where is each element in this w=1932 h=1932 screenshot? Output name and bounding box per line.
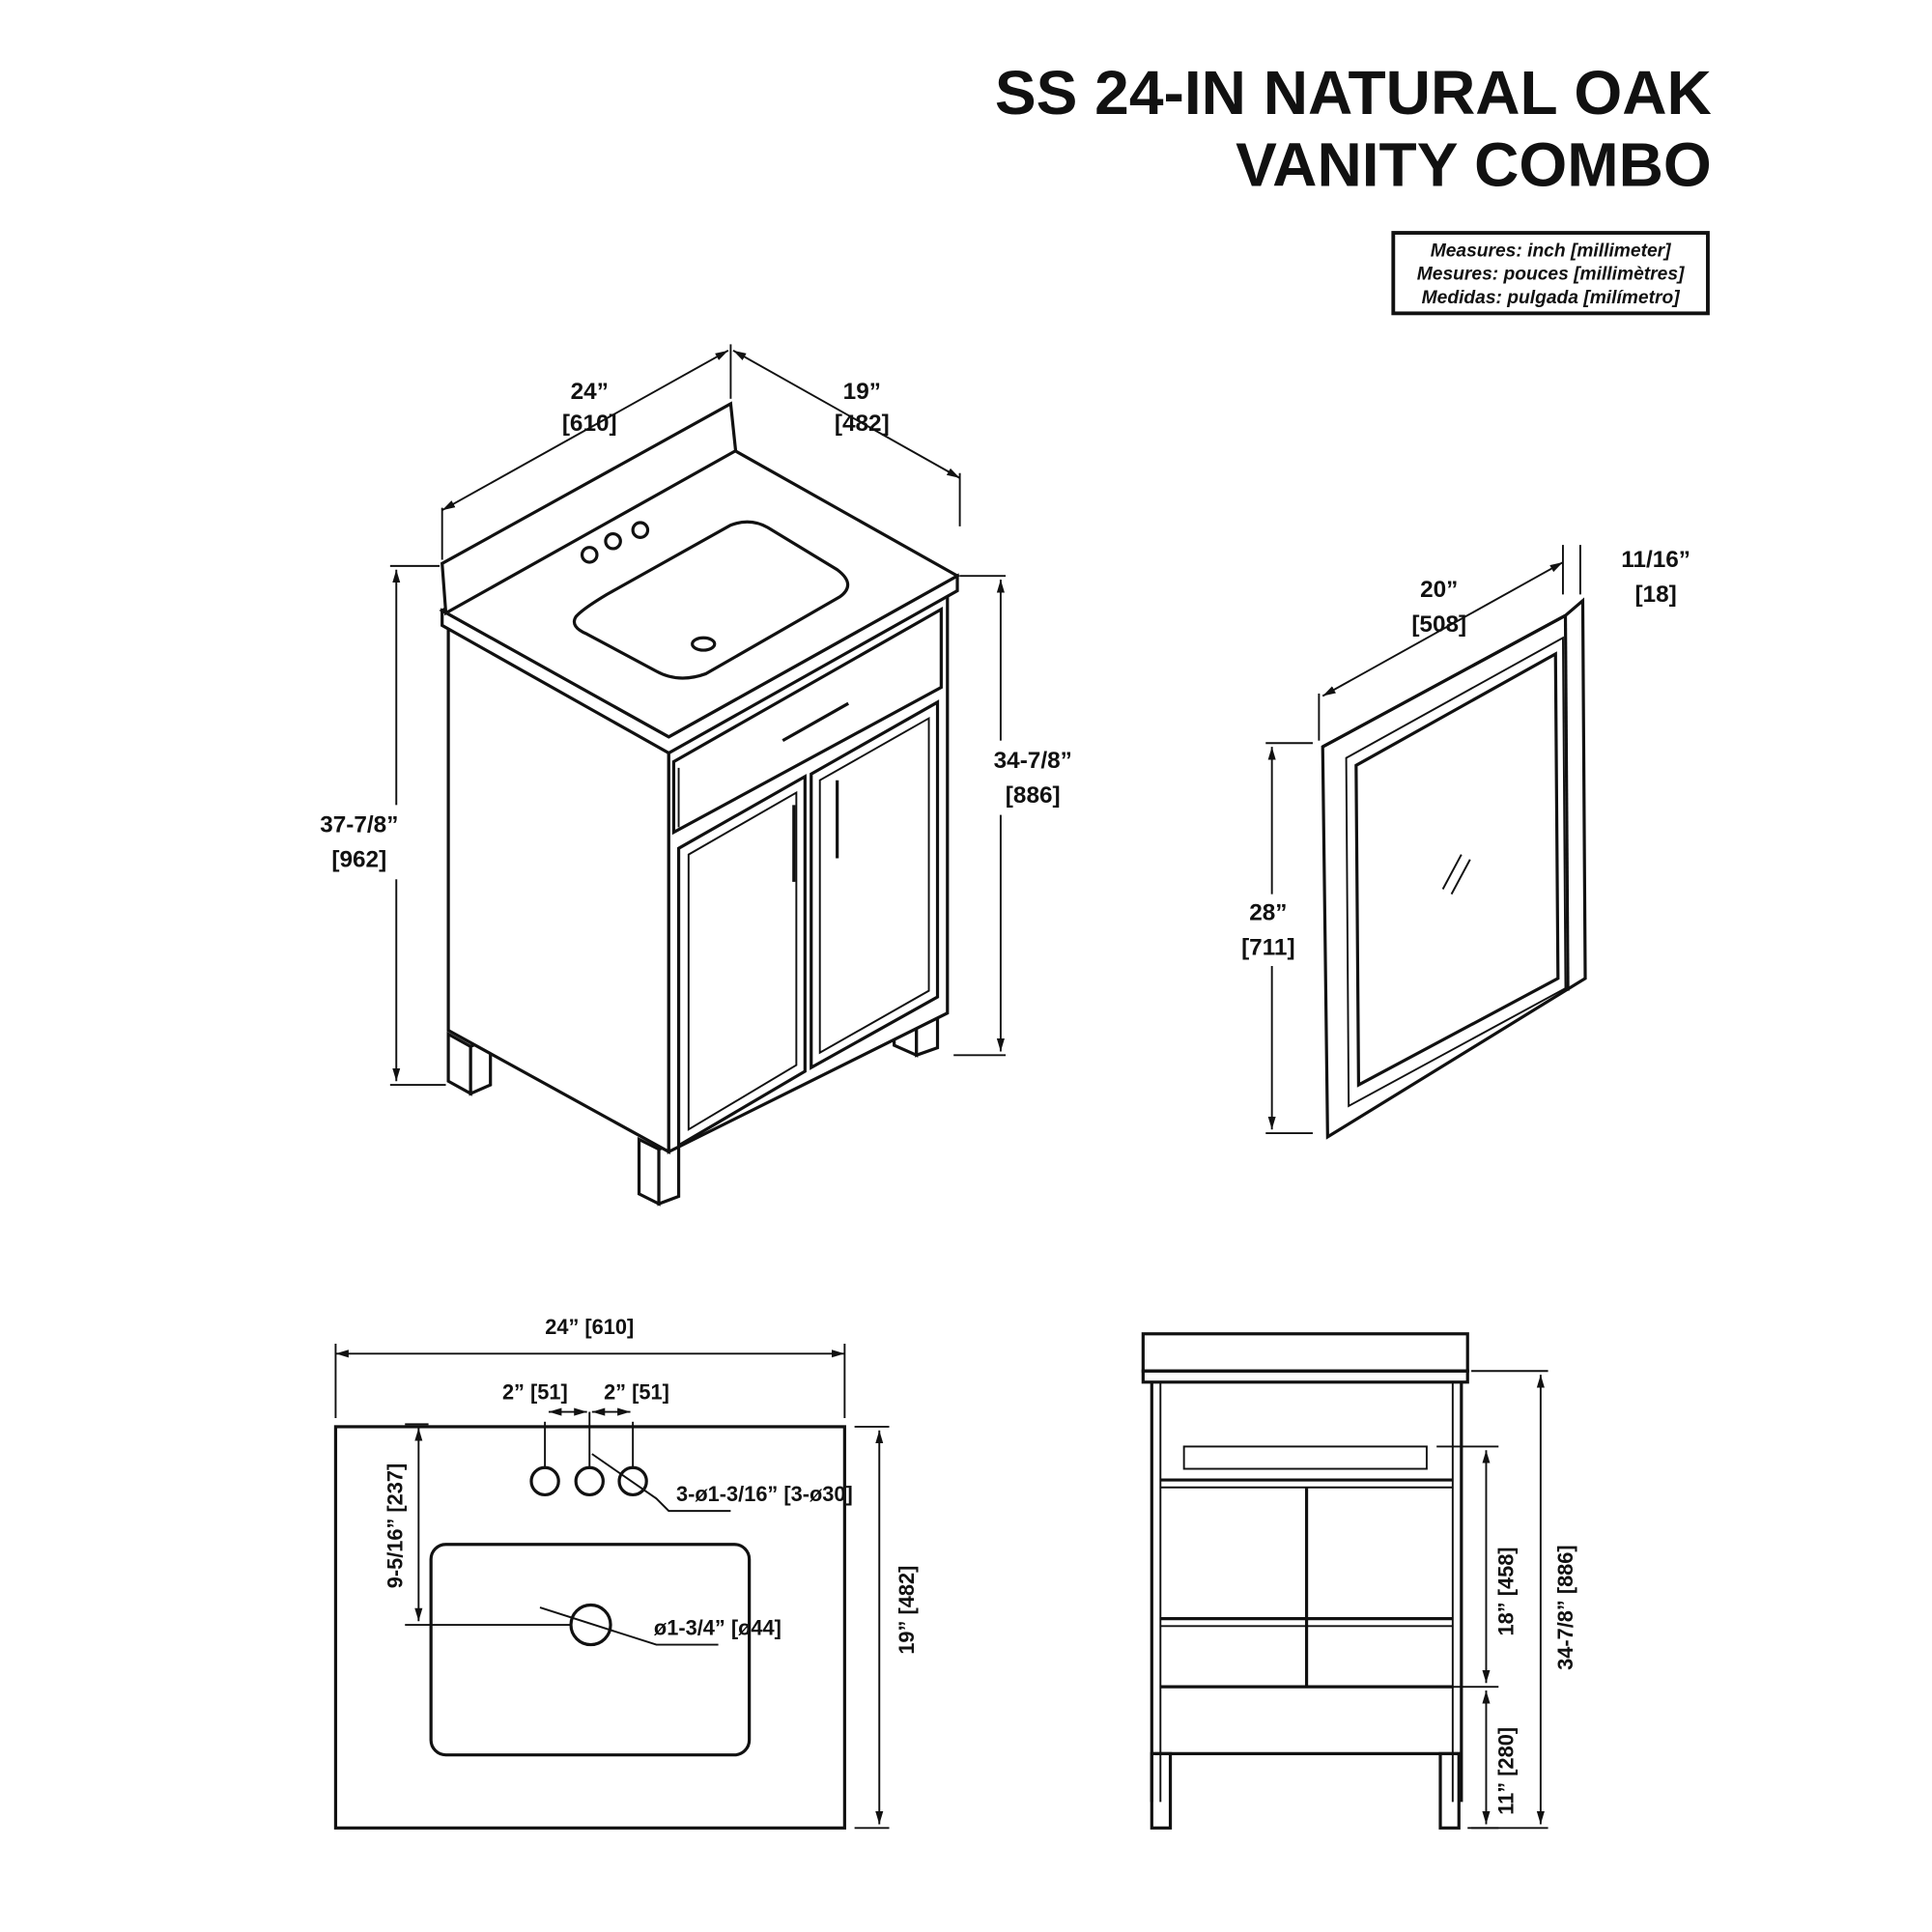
drawing-line [687,790,798,1131]
sink-basin [572,520,850,680]
drain-size: ø1-3/4” [ø44] [654,1615,781,1639]
units-es: Medidas: pulgada [milímetro] [1422,288,1681,308]
front-view: 18” [458] 11” [280] 34-7/8” [886] [1141,1332,1577,1830]
iso-width-mm: [610] [562,411,617,437]
mirror: 20” [508] 11/16” [18] 28” [711] [1232,545,1690,1140]
iso-width: 24” [571,379,609,405]
leg [637,1136,661,1207]
faucet-hole-size: 3-ø1-3/16” [3-ø30] [676,1482,853,1506]
top-view: 24” [610] 2” [51] 2” [51] 3-ø1-3/16” [3-… [333,1315,919,1830]
front-countertop [1141,1369,1469,1384]
leg-height: 11” [280] [1494,1727,1519,1815]
iso-total-height-mm: [962] [331,846,386,872]
top-depth: 19” [482] [895,1566,919,1655]
drawing-line [539,1606,719,1646]
hole-spacing-right: 2” [51] [604,1380,669,1405]
mirror-thickness-mm: [18] [1634,582,1676,608]
title-line-1: SS 24-IN NATURAL OAK [995,58,1712,128]
iso-total-height: 37-7/8” [320,812,398,838]
units-fr: Mesures: pouces [millimètres] [1417,265,1685,285]
drawing-line [1563,615,1570,991]
hole-spacing-left: 2” [51] [502,1380,568,1405]
faucet-hole [529,1465,560,1497]
drain [691,636,717,652]
top-width: 24” [610] [545,1315,634,1339]
drawing-line [732,349,961,479]
drawer [671,607,943,836]
mirror-width: 20” [1420,577,1458,603]
leg [1438,1751,1461,1830]
drawing-line [984,740,1074,815]
iso-depth: 19” [843,379,881,405]
front-backsplash [1141,1332,1469,1373]
leg [1150,1751,1173,1830]
glass-reflection-icon [1441,854,1463,890]
mirror-width-mm: [508] [1411,611,1466,638]
drawing-line [818,716,930,1055]
drawing-line [591,1453,731,1513]
mirror-height-mm: [711] [1241,934,1295,960]
iso-cabinet-height-mm: [886] [1006,782,1061,809]
faucet-hole [631,521,650,540]
basin-outline [429,1543,752,1757]
faucet-hole [580,546,599,564]
drawing-line [1321,613,1567,749]
title-line-2: VANITY COMBO [1236,129,1712,199]
drawer-height: 18” [458] [1494,1547,1519,1635]
units-legend: Measures: inch [millimeter] Mesures: pou… [1391,231,1710,316]
leg [446,1031,472,1096]
mirror-thickness: 11/16” [1621,547,1690,573]
units-en: Measures: inch [millimeter] [1431,241,1671,261]
drawer-handle [781,701,849,743]
faucet-hole [604,531,622,551]
drawing-line [441,349,729,512]
drawing-line [1321,561,1564,697]
door-left [676,774,807,1149]
drawing-line [315,805,403,880]
drawing-line [1391,231,1710,316]
mirror-height: 28” [1249,900,1287,926]
front-total-height: 34-7/8” [886] [1553,1545,1577,1670]
faucet-hole [574,1465,605,1497]
front-drawer [1182,1445,1428,1470]
door-right [810,699,940,1070]
iso-cabinet-height: 34-7/8” [994,748,1072,774]
holes-offset: 9-5/16” [237] [384,1463,408,1589]
iso-depth-mm: [482] [835,411,890,437]
drawing-line [1450,859,1471,895]
drawing-line [1232,894,1307,966]
drain-hole [569,1603,612,1647]
isometric-vanity: 24” [610] 19” [482] 37-7/8” [962] 34-7/8… [315,344,1074,1207]
